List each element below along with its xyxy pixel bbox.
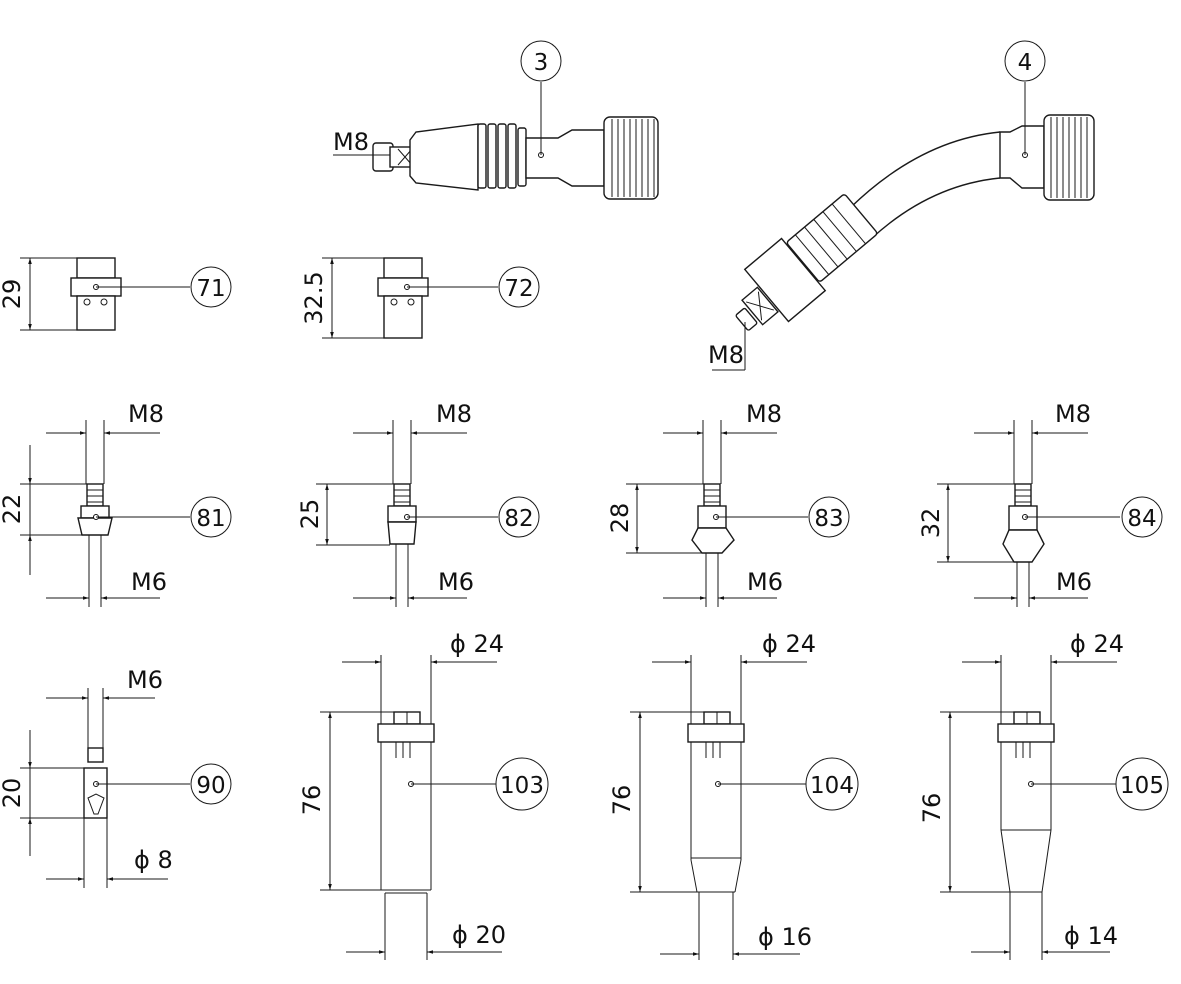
- dim-part-105-top-diameter: ϕ 24: [1070, 630, 1124, 658]
- callout-72: 72: [498, 266, 540, 308]
- dim-part-81-bottom-thread: M6: [131, 568, 167, 596]
- callout-105: 105: [1115, 757, 1169, 811]
- callout-3: 3: [520, 40, 562, 82]
- dim-part-105-height: 76: [918, 793, 946, 824]
- dim-part-104-bottom-diameter: ϕ 16: [758, 923, 812, 951]
- svg-text:90: 90: [196, 773, 225, 799]
- dim-part-81-height: 22: [0, 494, 26, 525]
- callout-84: 84: [1121, 496, 1163, 538]
- part-103-gas-nozzle: [320, 655, 502, 960]
- dim-part-90-diameter: ϕ 8: [134, 846, 173, 874]
- dim-part-82-height: 25: [296, 499, 324, 530]
- dim-part-103-height: 76: [298, 785, 326, 816]
- dim-part-3-thread: M8: [333, 128, 369, 156]
- part-105-gas-nozzle: [940, 655, 1117, 960]
- dim-part-82-top-thread: M8: [436, 400, 472, 428]
- callout-104: 104: [805, 757, 859, 811]
- svg-text:84: 84: [1127, 506, 1156, 532]
- dim-part-103-top-diameter: ϕ 24: [450, 630, 504, 658]
- callout-71: 71: [190, 266, 232, 308]
- dim-part-104-height: 76: [608, 785, 636, 816]
- dim-part-90-height: 20: [0, 778, 26, 809]
- part-4-curved-neck: [712, 82, 1095, 371]
- svg-text:104: 104: [810, 773, 854, 799]
- dim-part-84-height: 32: [917, 508, 945, 539]
- dim-part-71-height: 29: [0, 279, 26, 310]
- svg-text:4: 4: [1018, 50, 1033, 76]
- dim-part-90-top-thread: M6: [127, 666, 163, 694]
- dim-part-84-bottom-thread: M6: [1056, 568, 1092, 596]
- callout-81: 81: [190, 496, 232, 538]
- callout-82: 82: [498, 496, 540, 538]
- svg-text:81: 81: [196, 506, 225, 532]
- callout-103: 103: [495, 757, 549, 811]
- svg-text:72: 72: [504, 276, 533, 302]
- svg-text:71: 71: [196, 276, 225, 302]
- part-82-tip-adapter: [316, 420, 498, 607]
- part-83-tip-adapter: [626, 420, 808, 607]
- dim-part-103-bottom-diameter: ϕ 20: [452, 921, 506, 949]
- callout-4: 4: [1004, 40, 1046, 82]
- svg-text:83: 83: [814, 506, 843, 532]
- part-72-nozzle-holder: [322, 257, 498, 339]
- dim-part-105-bottom-diameter: ϕ 14: [1064, 922, 1118, 950]
- dim-part-83-height: 28: [606, 503, 634, 534]
- callout-83: 83: [808, 496, 850, 538]
- svg-text:82: 82: [504, 506, 533, 532]
- dim-part-4-thread: M8: [708, 341, 744, 369]
- dim-part-81-top-thread: M8: [128, 400, 164, 428]
- part-84-tip-adapter: [937, 420, 1120, 607]
- dim-part-84-top-thread: M8: [1055, 400, 1091, 428]
- callout-90: 90: [190, 763, 232, 805]
- svg-text:103: 103: [500, 773, 544, 799]
- dim-part-83-top-thread: M8: [746, 400, 782, 428]
- svg-text:105: 105: [1120, 773, 1164, 799]
- dim-part-82-bottom-thread: M6: [438, 568, 474, 596]
- part-90-contact-tip: [20, 688, 190, 888]
- part-71-nozzle-holder: [20, 257, 190, 331]
- part-3-straight-neck: [333, 82, 659, 200]
- svg-text:3: 3: [534, 50, 549, 76]
- dim-part-104-top-diameter: ϕ 24: [762, 630, 816, 658]
- part-81-tip-adapter: [20, 420, 190, 607]
- dim-part-72-height: 32.5: [300, 271, 328, 324]
- part-104-gas-nozzle: [630, 655, 807, 960]
- dim-part-83-bottom-thread: M6: [747, 568, 783, 596]
